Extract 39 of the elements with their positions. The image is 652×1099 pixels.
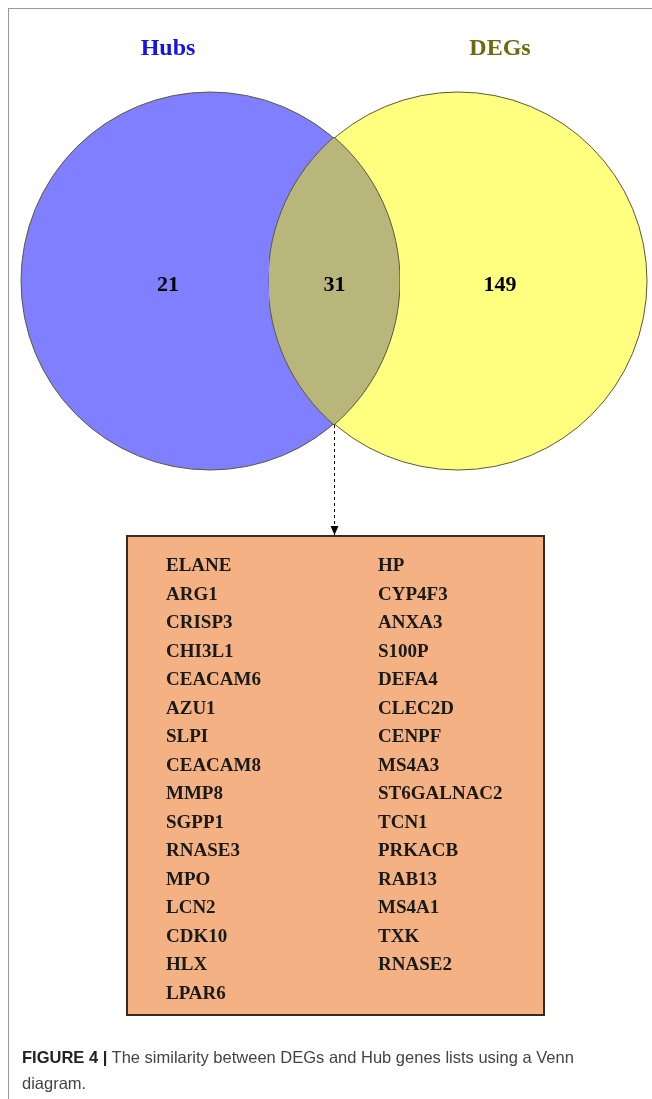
figure-caption: FIGURE 4 | The similarity between DEGs and Hub genes lists using a Venn diagram. (22, 1047, 575, 1094)
gene-name: HLX (166, 952, 209, 976)
gene-name: ANXA3 (378, 610, 444, 634)
gene-list-box (126, 535, 545, 1016)
gene-name: ARG1 (166, 581, 219, 606)
gene-name: DEFA4 (378, 667, 439, 691)
gene-name: TXK (378, 923, 421, 948)
gene-name: TCN1 (378, 809, 429, 834)
gene-name: PRKACB (378, 838, 460, 862)
gene-name: CRISP3 (166, 610, 234, 634)
gene-name: ELANE (166, 553, 233, 577)
gene-name: RNASE2 (378, 952, 453, 976)
gene-name: RNASE3 (166, 838, 241, 862)
set-title: DEGs (469, 33, 531, 62)
gene-name: HP (378, 553, 406, 577)
gene-name: RAB13 (378, 866, 439, 891)
gene-name: CYP4F3 (378, 581, 449, 606)
gene-name: CEACAM8 (166, 752, 262, 777)
gene-name: MS4A3 (378, 752, 441, 777)
gene-name: CDK10 (166, 923, 229, 948)
gene-name: CEACAM6 (166, 667, 262, 691)
gene-name: CLEC2D (378, 695, 455, 720)
gene-name: LPAR6 (166, 980, 227, 1005)
gene-name: AZU1 (166, 695, 217, 720)
gene-name: MPO (166, 866, 212, 891)
gene-name: SGPP1 (166, 809, 226, 834)
gene-name: SLPI (166, 724, 210, 748)
set-title: Hubs (140, 33, 196, 62)
count-label: 21 (157, 270, 179, 298)
gene-name: S100P (378, 638, 430, 663)
count-label: 31 (323, 270, 346, 298)
dashed-arrow (330, 424, 339, 536)
gene-name: CHI3L1 (166, 638, 235, 663)
count-label: 149 (483, 270, 517, 298)
gene-name: LCN2 (166, 895, 217, 919)
gene-name: MS4A1 (378, 895, 441, 919)
gene-name: CENPF (378, 724, 443, 748)
gene-name: MMP8 (166, 781, 224, 805)
gene-name: ST6GALNAC2 (378, 781, 503, 805)
